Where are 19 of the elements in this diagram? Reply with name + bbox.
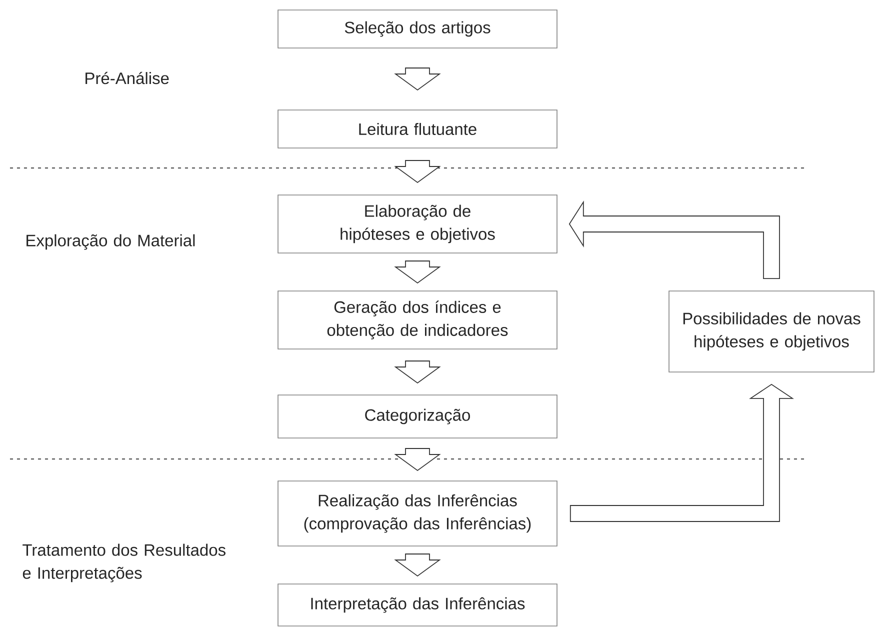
block-arrow <box>568 200 780 280</box>
block-arrow <box>394 360 441 384</box>
phase-label: Tratamento dos Resultados e Interpretações <box>22 544 226 582</box>
block-arrow <box>394 448 441 472</box>
process-box: Interpretação das Inferências <box>278 584 558 626</box>
phase-label: Pré-Análise <box>86 72 169 84</box>
process-box: Geração dos índices e obtenção de indicadores <box>278 290 558 350</box>
process-box: Realização das Inferências (comprovação das Inferências) <box>278 480 558 546</box>
process-box: Categorização <box>278 394 558 438</box>
process-box: Elaboração de hipóteses e objetivos <box>278 194 558 254</box>
phase-label: Exploração do Material <box>26 234 195 250</box>
process-box: Seleção dos artigos <box>278 10 558 48</box>
process-box: Leitura flutuante <box>278 110 558 148</box>
block-arrow <box>394 68 441 91</box>
block-arrow <box>394 260 441 284</box>
block-arrow <box>394 160 441 184</box>
process-box: Possibilidades de novas hipóteses e objetivos <box>668 290 874 372</box>
block-arrow <box>570 384 794 522</box>
block-arrow <box>394 554 441 577</box>
